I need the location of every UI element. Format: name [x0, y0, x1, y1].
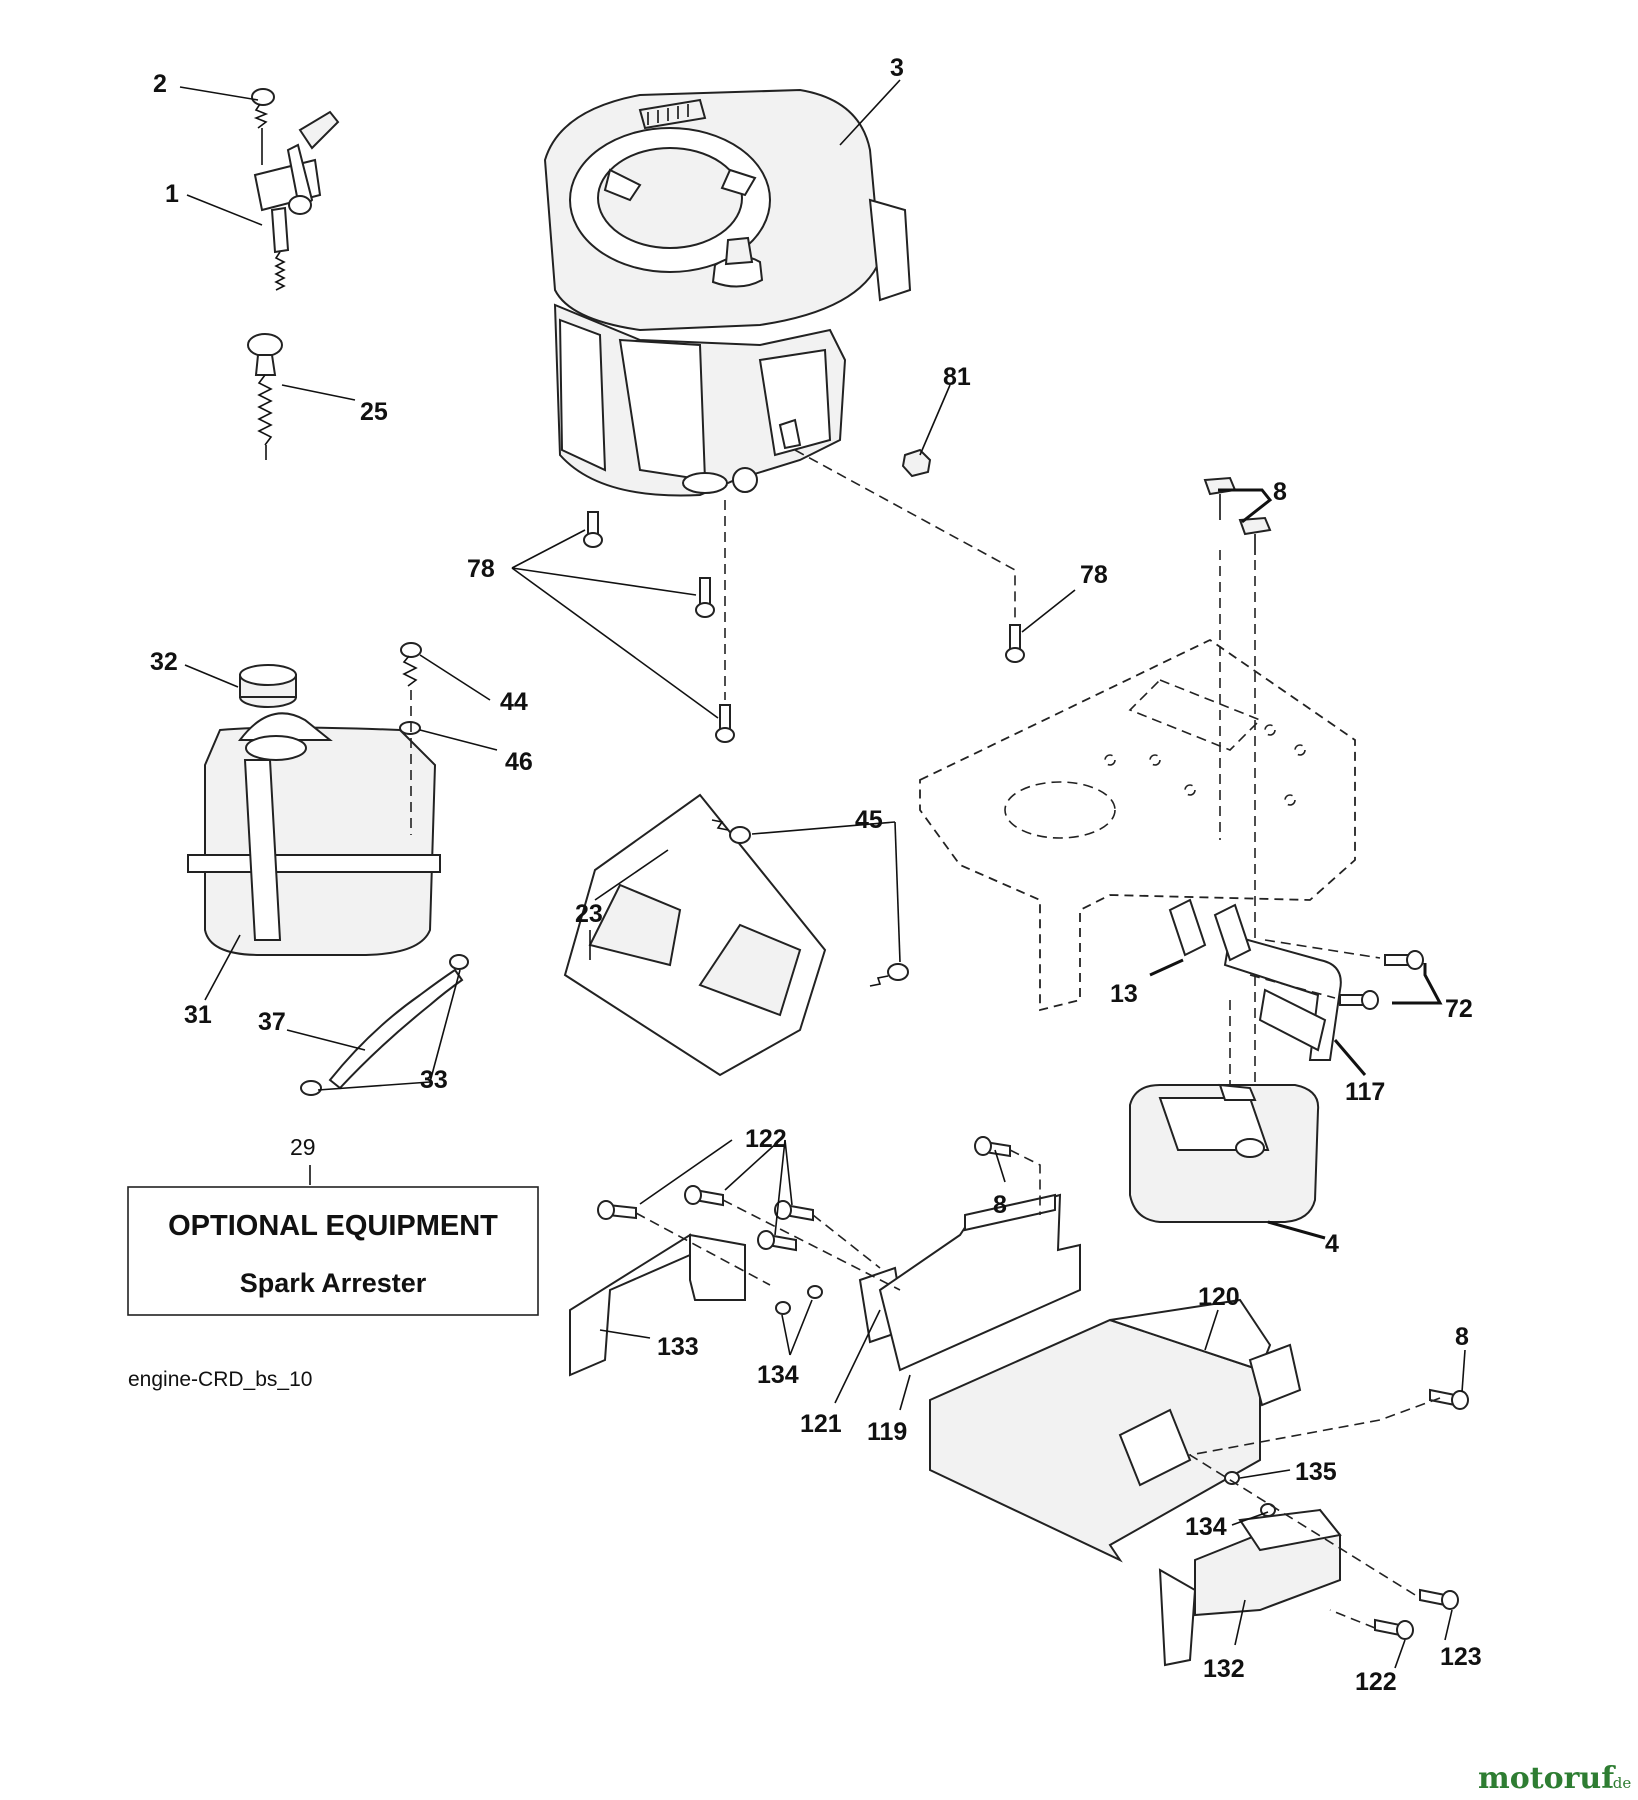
heat-shield-part — [563, 793, 909, 1077]
callout-32: 32 — [150, 648, 178, 676]
watermark-logo: motoruf .de — [1478, 1761, 1631, 1796]
callout-117: 117 — [1345, 1078, 1385, 1106]
callout-37: 37 — [258, 1008, 286, 1036]
muffler-part — [1129, 898, 1424, 1223]
callout-45: 45 — [855, 806, 883, 834]
callout-132: 132 — [1203, 1655, 1245, 1683]
callout-8-middle: 8 — [993, 1191, 1007, 1219]
watermark-brand: motoruf — [1478, 1761, 1616, 1796]
callout-1: 1 — [165, 180, 179, 208]
callout-134-right: 134 — [1185, 1513, 1227, 1541]
callout-119: 119 — [867, 1418, 907, 1446]
callout-122-bottom: 122 — [1355, 1668, 1397, 1696]
callout-120: 120 — [1198, 1283, 1240, 1311]
callout-133: 133 — [657, 1333, 699, 1361]
callout-2: 2 — [153, 70, 167, 98]
leader-lines — [179, 79, 1466, 1669]
optional-equipment-box: OPTIONAL EQUIPMENT Spark Arrester — [127, 1186, 539, 1316]
callout-135: 135 — [1295, 1458, 1337, 1486]
callout-8-top: 8 — [1273, 478, 1287, 506]
callout-3: 3 — [890, 54, 904, 82]
callout-23: 23 — [575, 900, 603, 928]
spark-arrester-brackets — [569, 1136, 1469, 1667]
fuel-tank-part — [187, 664, 469, 1096]
callout-4: 4 — [1325, 1230, 1339, 1258]
tank-screw-part — [399, 642, 422, 835]
callout-81: 81 — [943, 363, 971, 391]
callout-122-top: 122 — [745, 1125, 787, 1153]
callout-31: 31 — [184, 1001, 212, 1029]
engine-assembly — [543, 88, 912, 497]
diagram-reference-code: engine-CRD_bs_10 — [128, 1368, 312, 1391]
callout-25: 25 — [360, 398, 388, 426]
callout-123: 123 — [1440, 1643, 1482, 1671]
callout-13: 13 — [1110, 980, 1138, 1008]
callout-numbers: 2 1 3 25 81 78 78 8 32 44 46 45 23 31 37… — [150, 54, 1482, 1696]
callout-29: 29 — [290, 1134, 316, 1160]
callout-121: 121 — [800, 1410, 842, 1438]
callout-44: 44 — [500, 688, 528, 716]
choke-knob-part — [247, 333, 283, 460]
callout-72: 72 — [1445, 995, 1473, 1023]
engine-bolts — [583, 448, 1025, 743]
watermark-suffix: .de — [1608, 1774, 1631, 1792]
throttle-control — [251, 88, 340, 291]
callout-78-right: 78 — [1080, 561, 1108, 589]
optional-equipment-title: OPTIONAL EQUIPMENT — [168, 1210, 498, 1242]
optional-equipment-subtitle: Spark Arrester — [240, 1268, 427, 1298]
callout-33: 33 — [420, 1066, 448, 1094]
callout-78-left: 78 — [467, 555, 495, 583]
callout-8-bottom: 8 — [1455, 1323, 1469, 1351]
callout-134-left: 134 — [757, 1361, 799, 1389]
callout-46: 46 — [505, 748, 533, 776]
